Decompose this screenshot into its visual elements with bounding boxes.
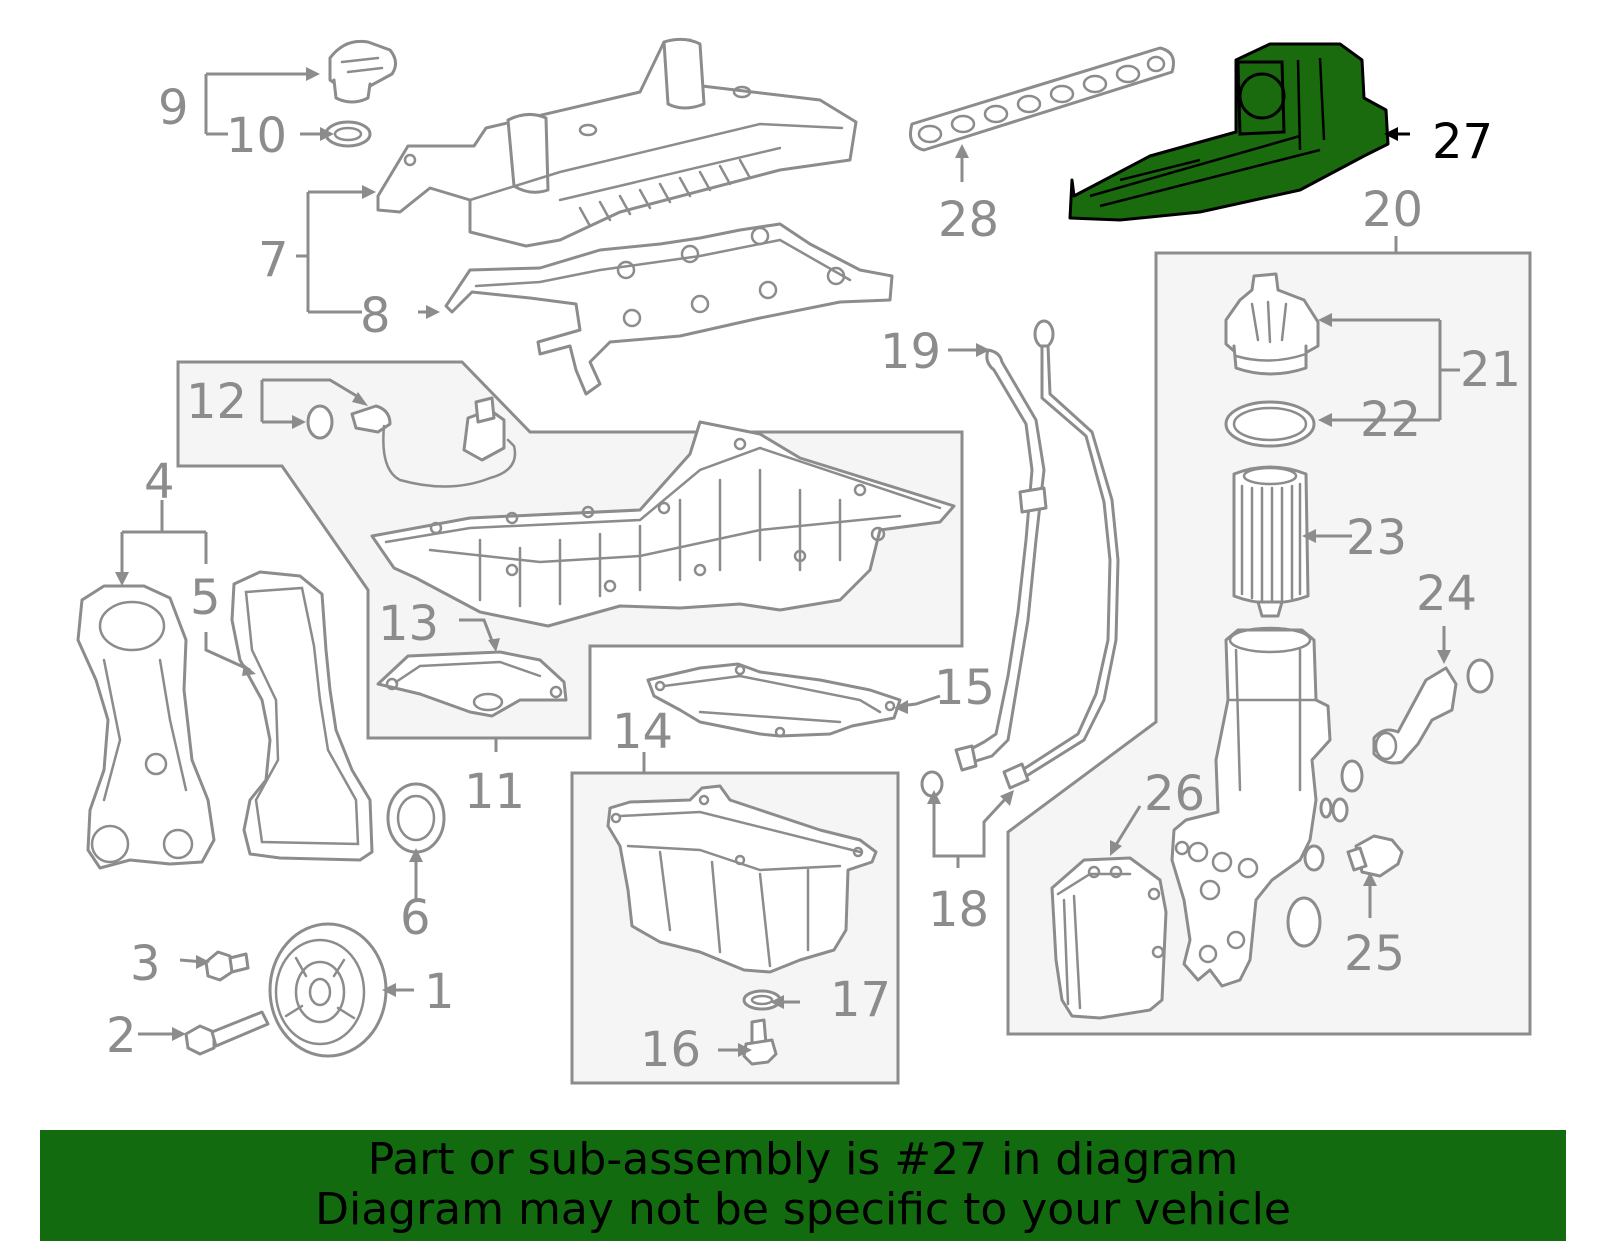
front-crank-seal-part [386,782,446,854]
oil-filter-housing-part [1170,626,1332,988]
callout-5: 5 [190,570,221,626]
lower-oil-pan-gasket-part [646,662,902,738]
fitting-o-ring-part [1340,759,1364,793]
fitting-o-ring-small-part [1331,797,1349,823]
banner-line-disclaimer: Diagram may not be specific to your vehi… [315,1184,1291,1235]
upper-oil-pan-part [370,420,956,628]
sensor-o-ring-part [306,404,334,440]
dipstick-part [1002,319,1120,790]
callout-13: 13 [378,596,439,652]
bolt-3-part [204,950,250,982]
callout-20: 20 [1362,182,1423,238]
callout-2: 2 [106,1008,137,1064]
oil-filter-cap-part [1224,272,1320,376]
dipstick-tube-o-ring-part [920,770,944,798]
callout-1: 1 [424,964,455,1020]
callout-27: 27 [1432,114,1493,170]
callout-14: 14 [612,704,673,760]
callout-18: 18 [928,882,989,938]
valve-cover-part [376,37,858,248]
crankshaft-pulley-part [268,922,388,1058]
callout-17: 17 [830,972,891,1028]
callout-23: 23 [1346,510,1407,566]
callout-15: 15 [934,660,995,716]
callout-21: 21 [1460,342,1521,398]
leader-arrowheads [115,67,1451,1057]
fitting-o-ring-small-b-part [1319,797,1333,819]
callout-9: 9 [158,80,189,136]
callout-4: 4 [144,454,175,510]
callout-12: 12 [186,374,247,430]
oil-filter-element-part [1232,465,1310,618]
callout-22: 22 [1360,392,1421,448]
oil-pan-baffle-part [376,650,568,718]
part-info-banner: Part or sub-assembly is #27 in diagram D… [40,1130,1566,1241]
callout-26: 26 [1144,766,1205,822]
callout-28: 28 [938,192,999,248]
banner-line-part: Part or sub-assembly is #27 in diagram [367,1134,1239,1185]
housing-o-ring-part [1286,896,1322,948]
parts-diagram: 1 2 3 4 5 6 7 8 9 10 11 12 13 14 15 16 1… [76,37,1532,1085]
callout-19: 19 [880,324,941,380]
callout-6: 6 [400,890,431,946]
leader-lines [120,72,1460,1052]
bolt-2-part [184,1010,270,1056]
callout-16: 16 [640,1022,701,1078]
callout-11: 11 [464,764,525,820]
callout-10: 10 [226,108,287,164]
filter-cap-seal-part [1224,400,1316,448]
fitting-o-ring-large-part [1466,658,1494,694]
cooler-o-ring-part [1303,844,1325,872]
oil-level-sensor-part [350,396,517,488]
valve-cover-gasket-part [444,222,894,396]
dipstick-tube-part [954,348,1048,772]
callout-25: 25 [1344,926,1405,982]
callout-24: 24 [1416,566,1477,622]
timing-cover-gasket-part [230,570,374,862]
oil-fitting-part [1372,666,1458,765]
callout-7: 7 [258,232,289,288]
drain-plug-part [742,1018,778,1066]
oil-pressure-sensor-part [1346,834,1404,878]
timing-cover-part [76,584,216,870]
callout-labels: 1 2 3 4 5 6 7 8 9 10 11 12 13 14 15 16 1… [106,80,1521,1078]
intake-manifold-part-highlighted [1068,42,1390,222]
oil-cooler-part [1050,856,1168,1020]
intake-manifold-gasket-part [909,46,1175,152]
callout-8: 8 [360,288,391,344]
lower-oil-pan-part [606,784,878,974]
callout-3: 3 [130,936,161,992]
oil-filler-cap-part [328,39,397,104]
